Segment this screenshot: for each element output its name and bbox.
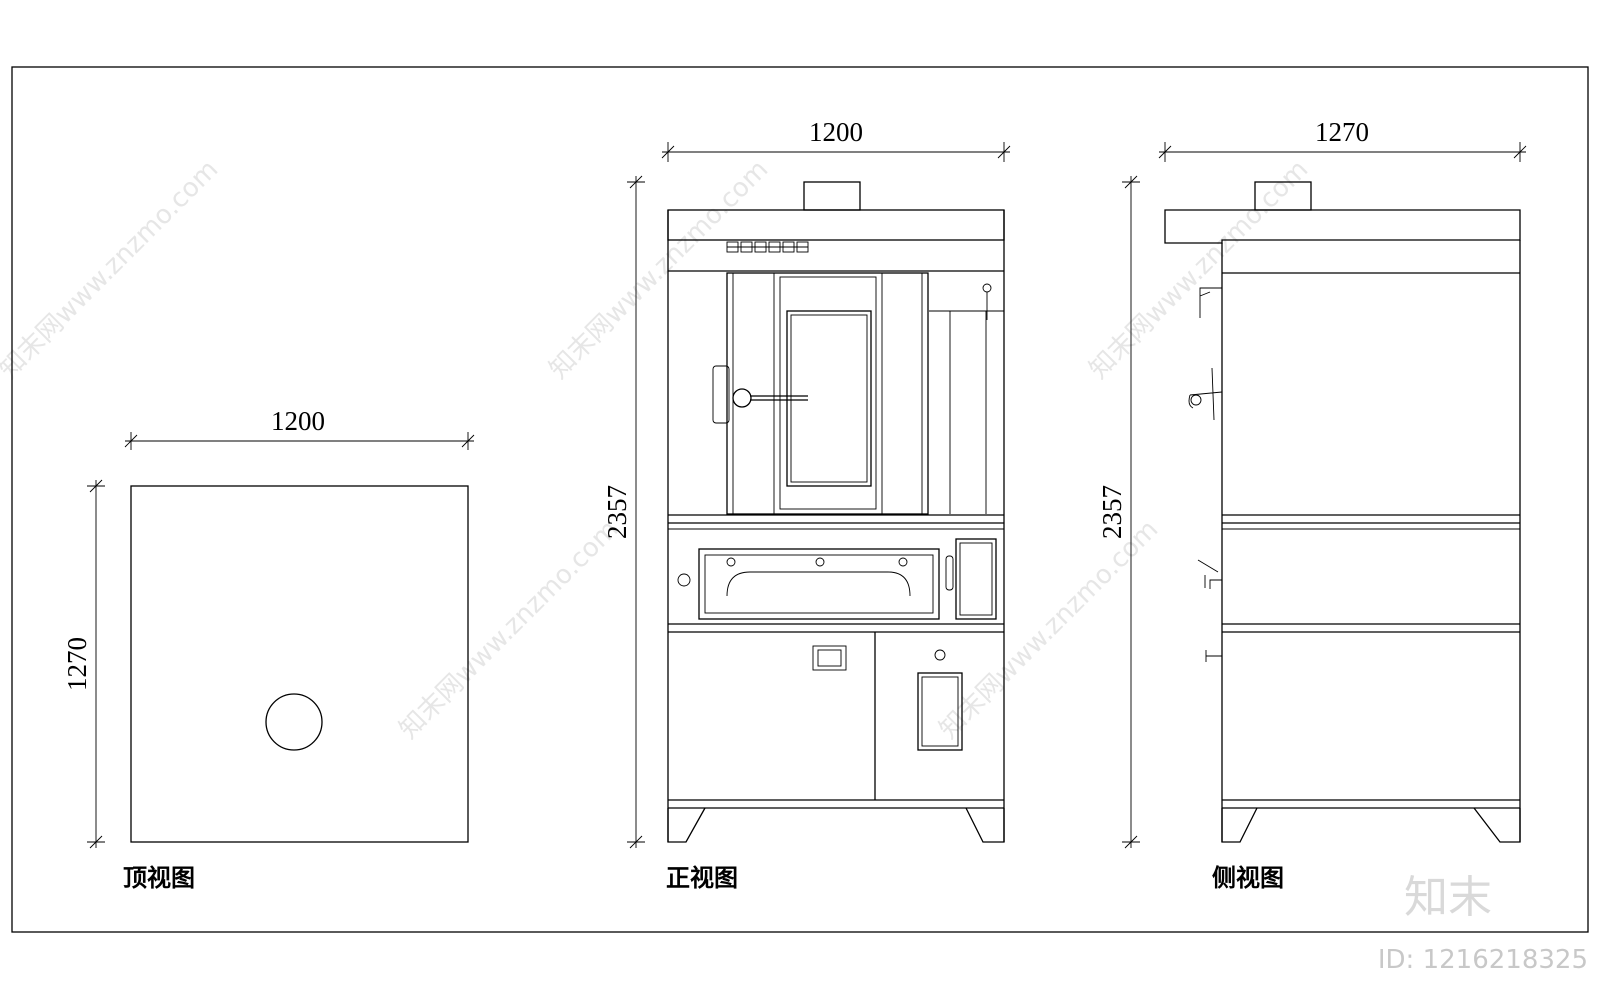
side-height-label: 2357 (1097, 485, 1127, 539)
watermark-text: 知末网www.znzmo.com (1084, 154, 1315, 385)
watermark-pattern: 知末网www.znzmo.com 知末网www.znzmo.com 知末网www… (0, 154, 1314, 745)
top-width-label: 1200 (271, 406, 325, 436)
side-view: 1270 2357 侧视图 (1097, 117, 1527, 892)
right-panel (929, 283, 1004, 514)
front-width-label: 1200 (809, 117, 863, 147)
deck-oven-light (677, 573, 691, 587)
cabinet-knob (934, 649, 946, 661)
side-hood (1164, 209, 1521, 244)
watermark-text: 知末网www.znzmo.com (0, 154, 224, 385)
hook-icon (982, 283, 992, 293)
watermark-text: 知末网www.znzmo.com (544, 154, 775, 385)
flue-opening (265, 693, 323, 751)
watermark-text: 知末网www.znzmo.com (394, 514, 625, 745)
cabinet-label-plate (812, 645, 847, 671)
door-handle-knob (732, 388, 752, 408)
vent-slots (726, 241, 809, 253)
side-left-leg (1221, 807, 1258, 843)
deck-oven (677, 538, 997, 620)
top-view-outline (130, 485, 469, 843)
front-view-caption: 正视图 (666, 863, 738, 892)
upper-oven (712, 272, 929, 515)
side-depth-label: 1270 (1315, 117, 1369, 147)
control-panel (955, 538, 997, 620)
front-height-dimension: 2357 (602, 175, 645, 849)
front-left-leg (667, 807, 706, 843)
front-right-leg (965, 807, 1005, 843)
bottom-cabinet (812, 632, 963, 800)
brand-watermark: 知末 (1404, 872, 1492, 923)
side-height-dimension: 2357 (1097, 175, 1140, 849)
front-height-label: 2357 (602, 485, 632, 539)
side-depth-dimension: 1270 (1158, 117, 1527, 162)
watermark-text: 知末网www.znzmo.com (934, 514, 1165, 745)
front-view: 1200 2357 正视图 (602, 117, 1011, 892)
top-depth-dimension: 1270 (62, 479, 105, 849)
top-view-caption: 顶视图 (123, 863, 195, 892)
top-depth-label: 1270 (62, 637, 92, 691)
cabinet-window (917, 672, 963, 751)
top-view: 1200 1270 顶视图 (62, 406, 475, 892)
side-right-leg (1473, 807, 1521, 843)
chimney (803, 181, 861, 211)
top-width-dimension: 1200 (124, 406, 475, 450)
image-id-label: ID: 1216218325 (1378, 945, 1588, 975)
oven-window (786, 310, 872, 487)
front-width-dimension: 1200 (661, 117, 1011, 162)
side-view-caption: 侧视图 (1212, 863, 1284, 892)
drawing-frame (11, 66, 1589, 933)
side-handles (1188, 287, 1223, 662)
